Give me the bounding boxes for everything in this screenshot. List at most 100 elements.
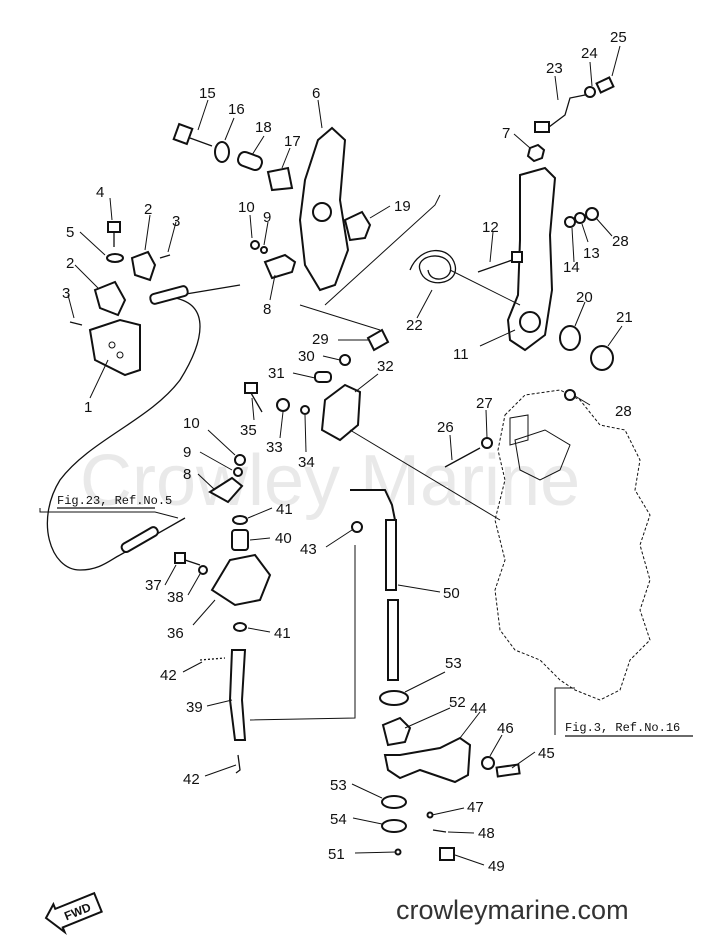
leader-2b [144,214,151,251]
leader-45 [511,751,536,769]
leader-22 [416,289,433,319]
callout-11: 11 [453,346,469,363]
leader-42b [204,764,237,777]
throttle-cable [46,297,201,571]
shaft-upper-part-50 [385,519,397,591]
leader-19 [369,205,391,219]
leader-44 [459,711,481,739]
washer-part-41-lower [233,622,247,632]
leader-9b [199,451,233,471]
washer-part-41-upper [232,515,248,525]
leader-30 [322,355,341,361]
collar-part-18 [237,151,263,171]
leader-43 [325,529,353,548]
ref-label-fig23: Fig.23, Ref.No.5 [57,494,172,508]
washer-part-54 [381,819,407,833]
callout-21: 21 [616,309,633,326]
callout-44: 44 [470,700,487,717]
bolt-head-part-4 [107,221,121,233]
ball-part-47 [426,811,434,819]
leader-8b [197,473,216,491]
callout-9-upper: 9 [263,209,271,226]
callout-41-lower: 41 [274,625,291,642]
leader-fig3 [554,687,575,735]
callout-8-lower: 8 [183,466,191,483]
leader-35 [251,397,255,421]
leader-39 [206,699,233,707]
callout-53-lower: 53 [330,777,347,794]
leader-34 [304,414,307,453]
washer-part-53-lower [381,795,407,809]
callout-25: 25 [610,29,627,46]
callout-3-left: 3 [62,285,70,302]
nut-part-43 [351,521,363,533]
bracket-part-36 [210,553,272,607]
leader-12 [489,231,494,263]
leader-23 [554,75,559,101]
engine-block-inner [514,429,571,481]
callout-35: 35 [240,422,257,439]
callout-34: 34 [298,454,315,471]
callout-51: 51 [328,846,345,863]
callout-32: 32 [377,358,394,375]
cable-sheath-lower [120,526,159,553]
callout-14: 14 [563,259,580,276]
leader-42a [182,661,203,673]
cam-part-32 [320,383,362,442]
clip-part-34 [300,405,310,415]
fwd-arrow-shape [44,891,103,936]
callout-52: 52 [449,694,466,711]
leader-53a [404,671,446,693]
ref-label-fig3: Fig.3, Ref.No.16 [565,721,680,735]
leader-32 [354,373,379,393]
callout-27: 27 [476,395,493,412]
callout-47: 47 [467,799,484,816]
callout-42-lower: 42 [183,771,200,788]
leader-46 [489,734,503,757]
link-rod-part-23 [544,94,586,131]
leader-16 [224,117,235,141]
leader-1 [89,359,109,399]
leader-53b [351,783,383,799]
bolt-head-part-15 [172,122,194,146]
callout-2-left: 2 [66,255,74,272]
bolt-shank-part-35 [250,392,263,413]
leader-38 [187,573,201,596]
leader-37 [164,564,177,586]
engine-block-bracket [509,414,529,446]
ball-joint-part-8-lower [208,476,244,504]
callout-6: 6 [312,85,320,102]
leader-lines [39,45,623,866]
callout-19: 19 [394,198,411,215]
watermark-text: Crowley Marine [80,441,580,521]
callout-labels: 1 2 2 3 3 4 5 6 7 8 8 9 9 10 10 11 12 13… [62,29,633,875]
nut-part-24 [584,86,596,98]
leader-31 [292,372,316,379]
lever-part-44 [383,736,472,784]
callout-33: 33 [266,439,283,456]
callout-30: 30 [298,348,315,365]
leader-3a [67,294,75,319]
nut-part-7 [526,143,546,163]
callout-41-upper: 41 [276,501,293,518]
callout-23: 23 [546,60,563,77]
leader-48 [447,831,475,834]
shaft-lower-part-50 [387,599,399,681]
nut-part-27 [481,437,493,449]
nut-part-10-lower [234,454,246,466]
callout-28-upper: 28 [612,233,629,250]
collar-part-31 [314,371,332,383]
bolt-part-45 [495,763,521,778]
leader-7 [513,133,531,149]
callout-18: 18 [255,119,272,136]
leader-5 [79,231,106,256]
leader-15 [197,99,209,131]
washer-part-20 [559,325,581,351]
callout-45: 45 [538,745,555,762]
callout-53-upper: 53 [445,655,462,672]
cable-sheath-upper [149,285,189,305]
link-end-part-23 [534,121,550,133]
callout-2-right: 2 [144,201,152,218]
fwd-arrow: FWD [44,891,103,936]
callout-16: 16 [228,101,245,118]
